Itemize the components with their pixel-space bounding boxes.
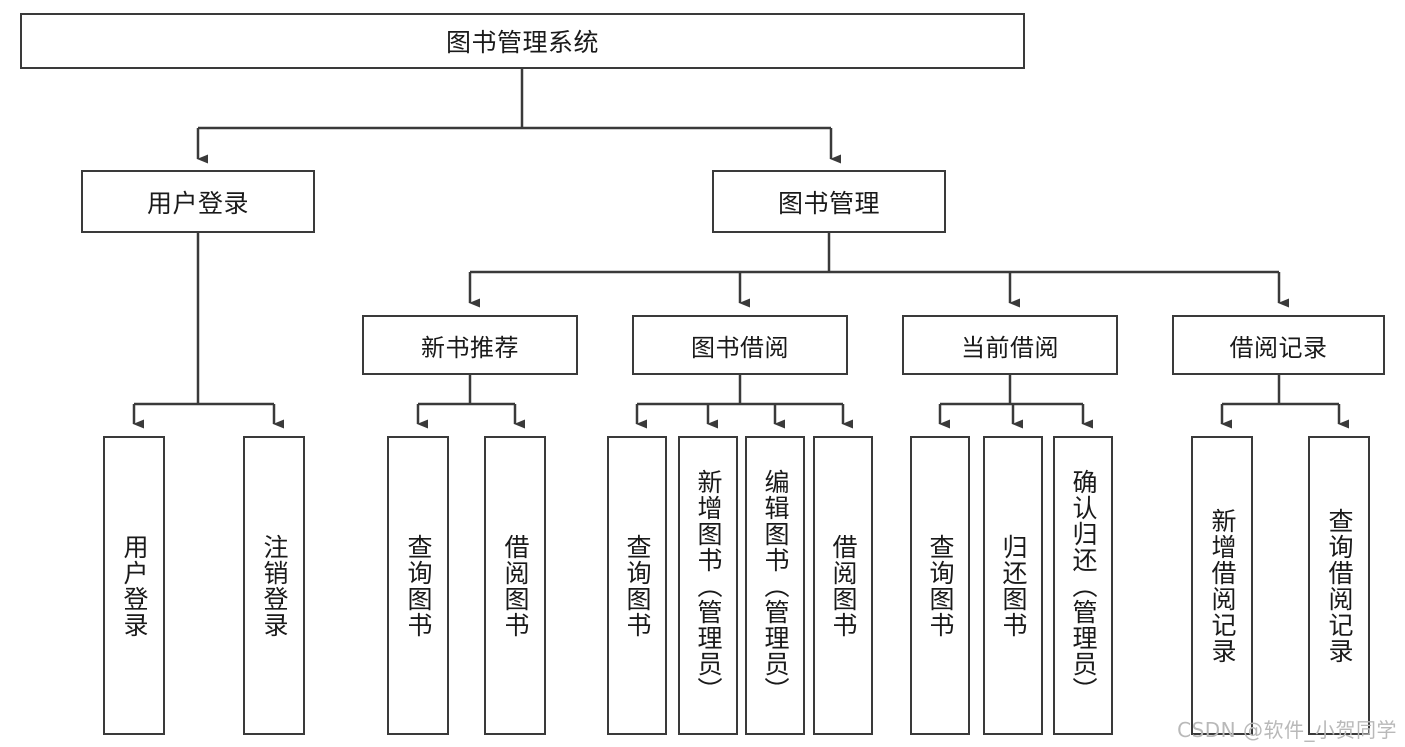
node-label: 查询图书 xyxy=(404,533,433,638)
leaf-borrow-book[interactable]: 借阅图书 xyxy=(813,436,873,735)
node-book-manage[interactable]: 图书管理 xyxy=(712,170,946,233)
node-label: 确认归还（管理员） xyxy=(1069,468,1098,703)
node-label: 借阅图书 xyxy=(829,533,858,638)
node-user-login[interactable]: 用户登录 xyxy=(81,170,315,233)
node-label: 用户登录 xyxy=(120,533,149,638)
node-borrow-record[interactable]: 借阅记录 xyxy=(1172,315,1385,375)
node-label: 借阅图书 xyxy=(501,533,530,638)
node-new-book-recommendation[interactable]: 新书推荐 xyxy=(362,315,578,375)
edges-currentborrow-to-leaves xyxy=(938,375,1093,429)
node-current-borrow[interactable]: 当前借阅 xyxy=(902,315,1118,375)
node-book-management-system[interactable]: 图书管理系统 xyxy=(20,13,1025,69)
leaf-query-book-recommendation[interactable]: 查询图书 xyxy=(387,436,449,735)
edges-newbookrec-to-leaves xyxy=(416,375,525,429)
leaf-logout[interactable]: 注销登录 xyxy=(243,436,305,735)
leaf-query-book-current[interactable]: 查询图书 xyxy=(910,436,970,735)
leaf-add-borrow-record[interactable]: 新增借阅记录 xyxy=(1191,436,1253,735)
node-label: 借阅记录 xyxy=(1229,333,1328,362)
node-label: 编辑图书（管理员） xyxy=(761,468,790,703)
edges-root-to-level2 xyxy=(196,69,841,164)
leaf-user-login[interactable]: 用户登录 xyxy=(103,436,165,735)
node-label: 新增图书（管理员） xyxy=(694,468,723,703)
leaf-borrow-book-recommendation[interactable]: 借阅图书 xyxy=(484,436,546,735)
node-label: 图书管理系统 xyxy=(445,28,599,57)
node-label: 注销登录 xyxy=(260,533,289,638)
node-label: 当前借阅 xyxy=(961,333,1059,362)
leaf-edit-book-admin[interactable]: 编辑图书（管理员） xyxy=(745,436,805,735)
node-label: 图书借阅 xyxy=(691,333,789,362)
node-label: 查询图书 xyxy=(926,533,955,638)
node-label: 查询图书 xyxy=(623,533,652,638)
node-label: 新增借阅记录 xyxy=(1208,507,1237,664)
leaf-return-book[interactable]: 归还图书 xyxy=(983,436,1043,735)
node-label: 查询借阅记录 xyxy=(1325,507,1354,664)
edges-userlogin-to-leaves xyxy=(132,233,284,429)
node-label: 新书推荐 xyxy=(421,333,519,362)
node-label: 归还图书 xyxy=(999,533,1028,638)
leaf-add-book-admin[interactable]: 新增图书（管理员） xyxy=(678,436,738,735)
node-label: 图书管理 xyxy=(777,188,880,218)
leaf-query-borrow-record[interactable]: 查询借阅记录 xyxy=(1308,436,1370,735)
csdn-watermark: CSDN @软件_小贺同学 xyxy=(1177,718,1397,742)
edges-borrowrecord-to-leaves xyxy=(1220,375,1349,429)
edges-bookmanage-to-level3 xyxy=(468,233,1289,308)
leaf-confirm-return-admin[interactable]: 确认归还（管理员） xyxy=(1053,436,1113,735)
edges-bookborrow-to-leaves xyxy=(635,375,853,429)
node-book-borrow[interactable]: 图书借阅 xyxy=(632,315,848,375)
node-label: 用户登录 xyxy=(146,188,249,218)
leaf-query-book-borrow[interactable]: 查询图书 xyxy=(607,436,667,735)
